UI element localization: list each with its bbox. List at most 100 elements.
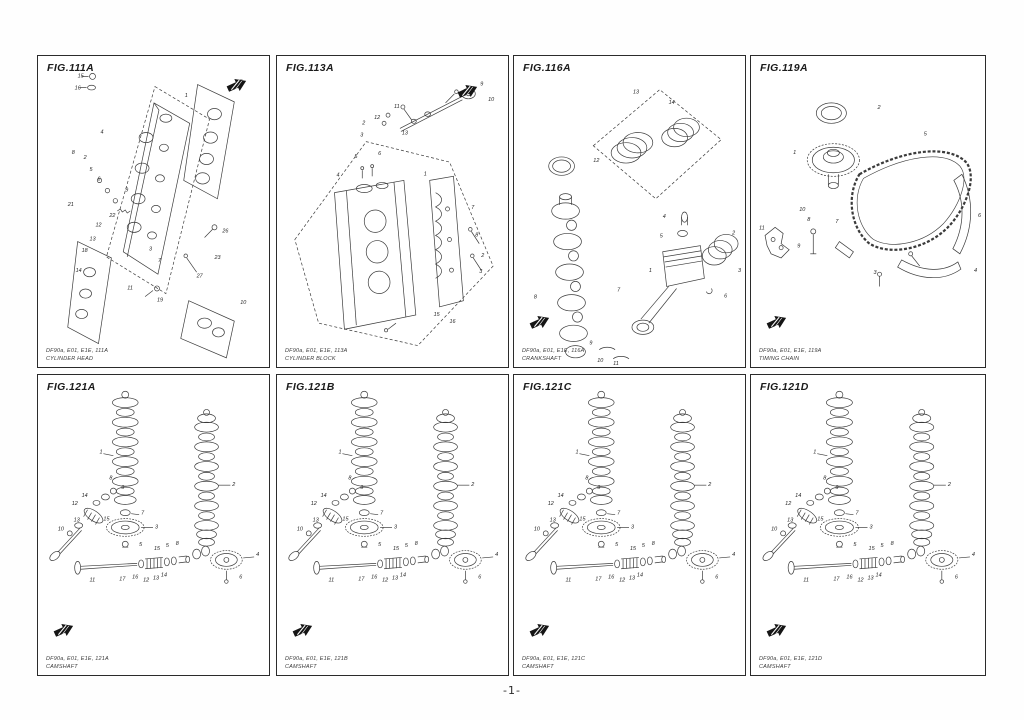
svg-text:3: 3 <box>360 132 364 138</box>
svg-text:14: 14 <box>400 573 406 579</box>
svg-text:7: 7 <box>471 205 475 211</box>
svg-text:13: 13 <box>867 576 873 582</box>
svg-text:12: 12 <box>96 222 102 228</box>
svg-text:11: 11 <box>759 225 765 231</box>
svg-text:16: 16 <box>608 575 615 581</box>
svg-text:4: 4 <box>663 214 666 220</box>
figure-label: FIG.121B <box>286 381 335 393</box>
caption-models: DF90a, E01, E1E, 116A <box>522 348 585 355</box>
svg-text:10: 10 <box>771 526 777 532</box>
svg-text:17: 17 <box>358 577 365 583</box>
svg-text:15: 15 <box>630 546 637 552</box>
svg-text:7: 7 <box>617 511 621 517</box>
svg-text:8: 8 <box>176 541 179 547</box>
page-number: -1- <box>503 684 521 697</box>
svg-text:10: 10 <box>597 358 604 364</box>
figure-label: FIG.121A <box>47 381 96 393</box>
svg-text:3: 3 <box>155 524 158 530</box>
svg-text:12: 12 <box>72 501 78 507</box>
svg-text:14: 14 <box>76 268 82 274</box>
svg-text:10: 10 <box>240 300 247 306</box>
svg-text:4: 4 <box>972 552 975 558</box>
figure-label: FIG.121D <box>760 381 809 393</box>
svg-text:17: 17 <box>595 577 602 583</box>
svg-text:23: 23 <box>213 255 221 261</box>
svg-text:9: 9 <box>597 485 600 491</box>
svg-text:3: 3 <box>874 270 878 276</box>
svg-text:5: 5 <box>166 543 170 549</box>
svg-text:12: 12 <box>311 501 317 507</box>
svg-text:8: 8 <box>72 150 76 156</box>
figure-caption: DF90a, E01, E1E, 116A CRANKSHAFT <box>522 348 585 363</box>
forward-direction-arrow-icon <box>527 619 553 641</box>
svg-text:11: 11 <box>90 578 96 584</box>
svg-text:5: 5 <box>853 542 857 548</box>
svg-text:5: 5 <box>139 542 143 548</box>
svg-text:15: 15 <box>342 517 349 523</box>
svg-text:9: 9 <box>360 485 363 491</box>
svg-text:2: 2 <box>83 155 87 161</box>
caption-title: CYLINDER BLOCK <box>285 355 336 362</box>
svg-text:15: 15 <box>434 312 441 318</box>
svg-text:11: 11 <box>329 578 335 584</box>
svg-text:5: 5 <box>615 542 619 548</box>
svg-text:6: 6 <box>978 213 982 219</box>
svg-text:10: 10 <box>799 207 806 213</box>
svg-text:14: 14 <box>795 493 801 499</box>
svg-text:11: 11 <box>394 104 400 110</box>
svg-text:3: 3 <box>394 524 397 530</box>
svg-text:26: 26 <box>221 228 229 234</box>
svg-text:4: 4 <box>256 552 259 558</box>
svg-text:1: 1 <box>185 93 188 99</box>
svg-text:12: 12 <box>593 158 599 164</box>
figure-panel-111a[interactable]: FIG.111A 1516117482569212212131814372326… <box>37 55 270 368</box>
forward-direction-arrow-icon <box>527 311 553 333</box>
svg-text:7: 7 <box>158 258 162 264</box>
svg-text:8: 8 <box>109 475 112 481</box>
figure-caption: DF90a, E01, E1E, 121C CAMSHAFT <box>522 656 585 671</box>
svg-text:1: 1 <box>649 268 652 274</box>
svg-text:2: 2 <box>361 120 365 126</box>
svg-text:18: 18 <box>82 248 89 254</box>
svg-text:5: 5 <box>660 233 664 239</box>
svg-text:6: 6 <box>239 575 243 581</box>
svg-text:13: 13 <box>392 576 398 582</box>
svg-text:4: 4 <box>495 552 498 558</box>
svg-text:10: 10 <box>534 526 540 532</box>
svg-text:1: 1 <box>99 450 102 456</box>
figure-label: FIG.111A <box>47 62 95 74</box>
svg-text:15: 15 <box>579 517 586 523</box>
svg-text:13: 13 <box>313 518 319 524</box>
figure-caption: DF90a, E01, E1E, 113A CYLINDER BLOCK <box>285 348 348 363</box>
svg-text:8: 8 <box>585 475 588 481</box>
svg-text:4: 4 <box>732 552 735 558</box>
caption-models: DF90a, E01, E1E, 121A <box>46 656 109 663</box>
caption-title: CRANKSHAFT <box>522 355 562 362</box>
caption-models: DF90a, E01, E1E, 121D <box>759 656 823 663</box>
svg-text:5: 5 <box>354 154 358 160</box>
svg-text:5: 5 <box>90 167 94 173</box>
svg-text:11: 11 <box>566 578 572 584</box>
svg-text:2: 2 <box>480 253 484 259</box>
svg-text:16: 16 <box>450 319 457 325</box>
svg-text:8: 8 <box>415 541 418 547</box>
forward-direction-arrow-icon <box>455 80 481 102</box>
svg-text:22: 22 <box>108 213 115 219</box>
svg-text:8: 8 <box>348 475 351 481</box>
svg-text:15: 15 <box>103 517 110 523</box>
svg-text:11: 11 <box>803 578 809 584</box>
svg-text:13: 13 <box>787 518 793 524</box>
svg-text:7: 7 <box>141 511 145 517</box>
